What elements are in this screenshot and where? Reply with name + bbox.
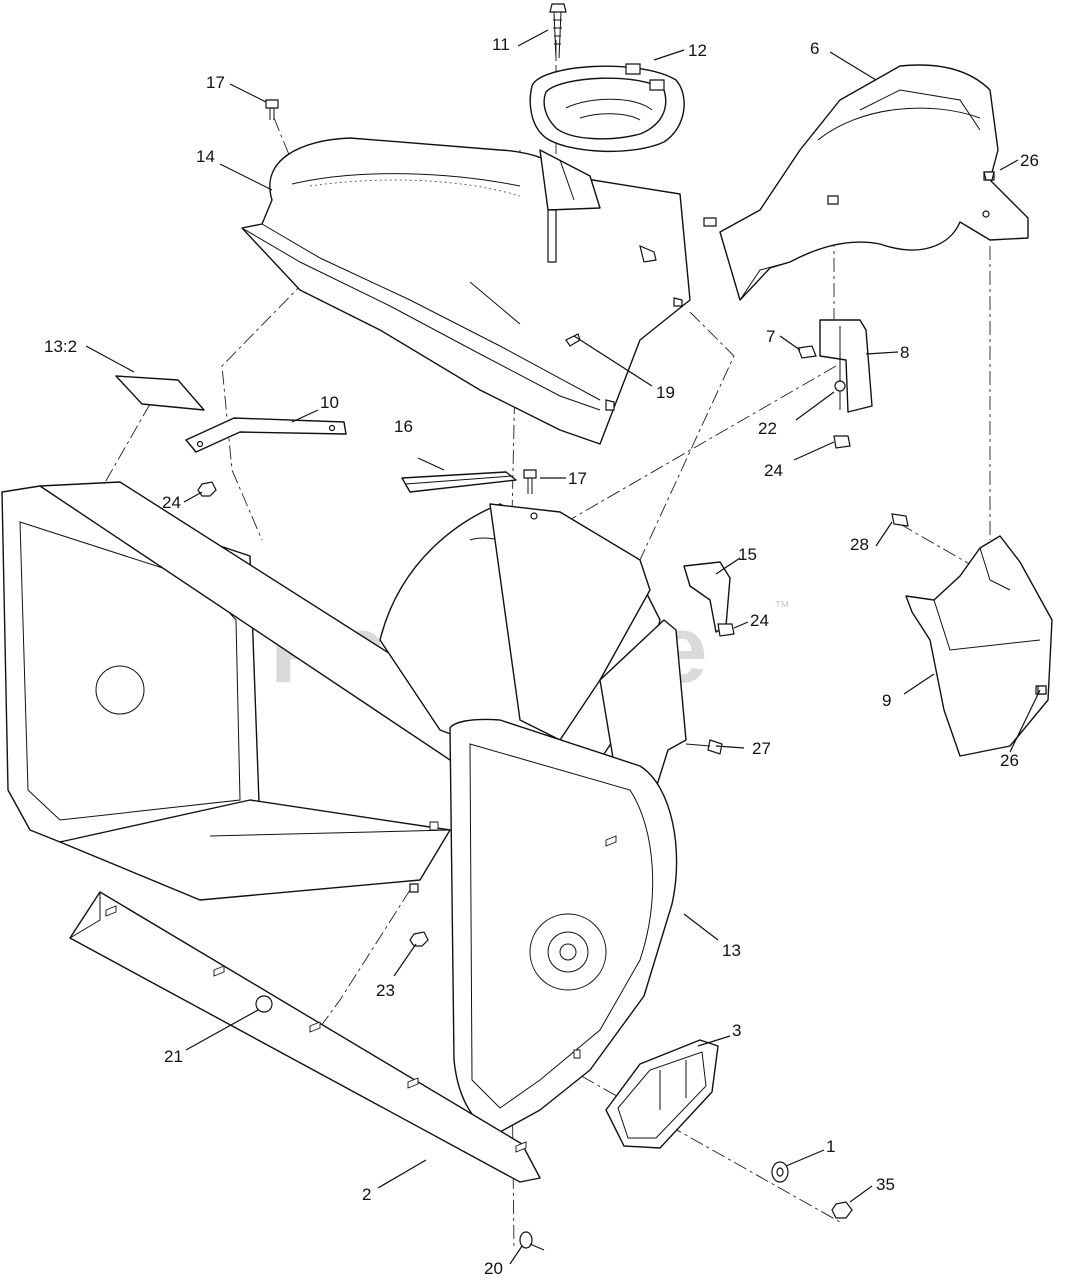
callout-24-left: 24 <box>162 493 181 512</box>
part-3-skid-shoe <box>605 1039 719 1149</box>
callout-28: 28 <box>850 535 869 554</box>
hardware <box>197 171 1047 1251</box>
watermark-trademark: ™ <box>774 599 790 616</box>
callout-1: 1 <box>826 1137 835 1156</box>
part-13-housing <box>1 333 687 1133</box>
callout-17-mid: 17 <box>568 469 587 488</box>
callout-6: 6 <box>810 39 819 58</box>
callout-24-right: 24 <box>764 461 783 480</box>
part-6-chute-cover <box>703 64 1029 301</box>
callout-11: 11 <box>492 35 510 54</box>
part-17-bolts <box>265 99 537 494</box>
callout-21: 21 <box>164 1047 183 1066</box>
callout-3: 3 <box>732 1021 741 1040</box>
callout-17-top: 17 <box>206 73 225 92</box>
part-10-bracket <box>185 417 347 453</box>
part-15-bracket <box>683 561 735 637</box>
callout-2: 2 <box>362 1185 371 1204</box>
callout-35: 35 <box>876 1175 895 1194</box>
callout-13-2: 13:2 <box>44 337 77 356</box>
callout-14: 14 <box>196 147 215 166</box>
callout-26-bottom: 26 <box>1000 751 1019 770</box>
callout-24-mid: 24 <box>750 611 769 630</box>
callout-9: 9 <box>882 691 891 710</box>
part-14-upper-chute <box>241 137 691 445</box>
callout-22: 22 <box>758 419 777 438</box>
callout-20: 20 <box>484 1259 503 1278</box>
callout-15: 15 <box>738 545 757 564</box>
leader-lines <box>85 29 1041 1265</box>
part-13-2-pad <box>115 375 205 411</box>
callout-8: 8 <box>900 343 909 362</box>
callout-7: 7 <box>766 327 775 346</box>
callout-19: 19 <box>656 383 675 402</box>
callout-12: 12 <box>688 41 707 60</box>
callout-27: 27 <box>752 739 771 758</box>
part-27-bolt <box>685 739 723 755</box>
callout-16: 16 <box>394 417 413 436</box>
part-16-strip <box>401 471 517 493</box>
part-9-lower-chute <box>891 513 1053 757</box>
callout-23: 23 <box>376 981 395 1000</box>
callout-13: 13 <box>722 941 741 960</box>
part-11-bolt <box>549 3 567 59</box>
callout-labels: 11 12 17 14 6 26 13:2 10 19 7 8 22 24 16… <box>44 35 1039 1278</box>
part-8-bracket <box>797 319 873 449</box>
callout-26-top: 26 <box>1020 151 1039 170</box>
part-12-chute-ring <box>529 63 685 153</box>
callout-10: 10 <box>320 393 339 412</box>
part-2-scraper-bar <box>69 891 541 1183</box>
